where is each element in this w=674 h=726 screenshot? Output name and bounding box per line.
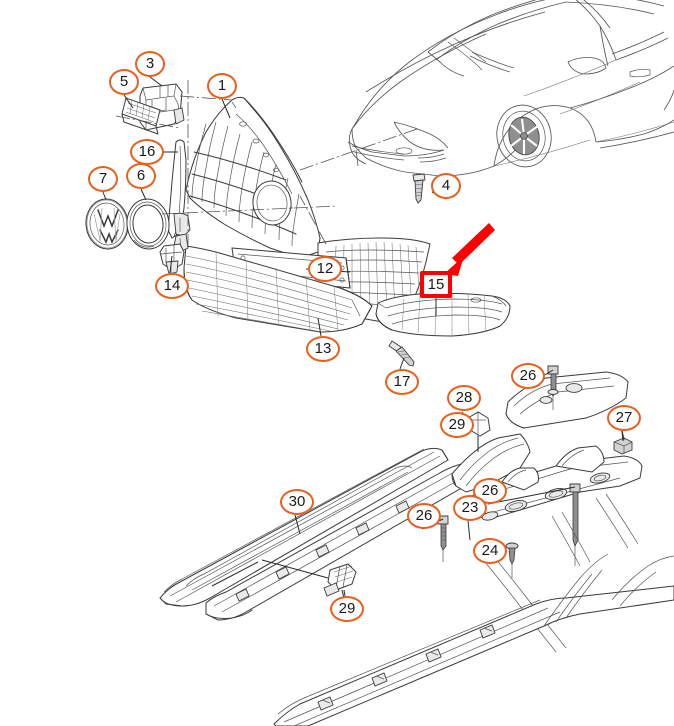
callout-4[interactable]: 4 <box>431 173 461 199</box>
part-15-fog-light-trim-grille <box>375 292 511 337</box>
rivet-24 <box>505 542 519 578</box>
callout-28[interactable]: 28 <box>447 385 481 411</box>
bolt-26-mid <box>569 483 581 566</box>
callout-12[interactable]: 12 <box>308 256 342 282</box>
bottom-sill-rail <box>273 553 674 726</box>
highlight-arrow <box>444 223 495 276</box>
callout-1[interactable]: 1 <box>207 73 237 99</box>
callout-16[interactable]: 16 <box>130 139 164 165</box>
callout-6[interactable]: 6 <box>126 163 156 189</box>
callout-29[interactable]: 29 <box>440 412 474 438</box>
part-17-tapping-screw <box>388 340 415 367</box>
callout-5[interactable]: 5 <box>109 69 139 95</box>
callout-17[interactable]: 17 <box>385 369 419 395</box>
callout-23[interactable]: 23 <box>453 495 487 521</box>
clip-29-upper-marker <box>323 582 340 597</box>
bolt-26-low <box>437 515 449 562</box>
callout-24[interactable]: 24 <box>473 538 507 564</box>
part-6-emblem-ring <box>126 198 170 250</box>
callout-29[interactable]: 29 <box>330 596 364 622</box>
callout-7[interactable]: 7 <box>88 166 118 192</box>
part-16-side-guide-rail <box>167 139 191 253</box>
callout-26[interactable]: 26 <box>473 478 507 504</box>
part-7-vw-emblem <box>85 198 129 250</box>
part-13-lower-air-grille <box>183 245 373 333</box>
callout-14[interactable]: 14 <box>155 273 189 299</box>
callout-26[interactable]: 26 <box>511 363 545 389</box>
callout-13[interactable]: 13 <box>306 336 340 362</box>
callout-27[interactable]: 27 <box>607 405 641 431</box>
part-4-tapping-screw <box>412 173 426 204</box>
part-23-sill-support-rail <box>205 463 473 621</box>
assembly-axis-lines <box>115 80 421 246</box>
callout-3[interactable]: 3 <box>135 51 165 77</box>
part-30-side-sill-trim-panel <box>159 447 449 607</box>
nut-27 <box>613 429 633 455</box>
callout-30[interactable]: 30 <box>280 489 314 515</box>
car-illustration <box>347 0 674 177</box>
callout-15-highlighted[interactable]: 15 <box>420 271 452 298</box>
part-1-radiator-grille <box>185 96 321 259</box>
callout-26[interactable]: 26 <box>407 503 441 529</box>
